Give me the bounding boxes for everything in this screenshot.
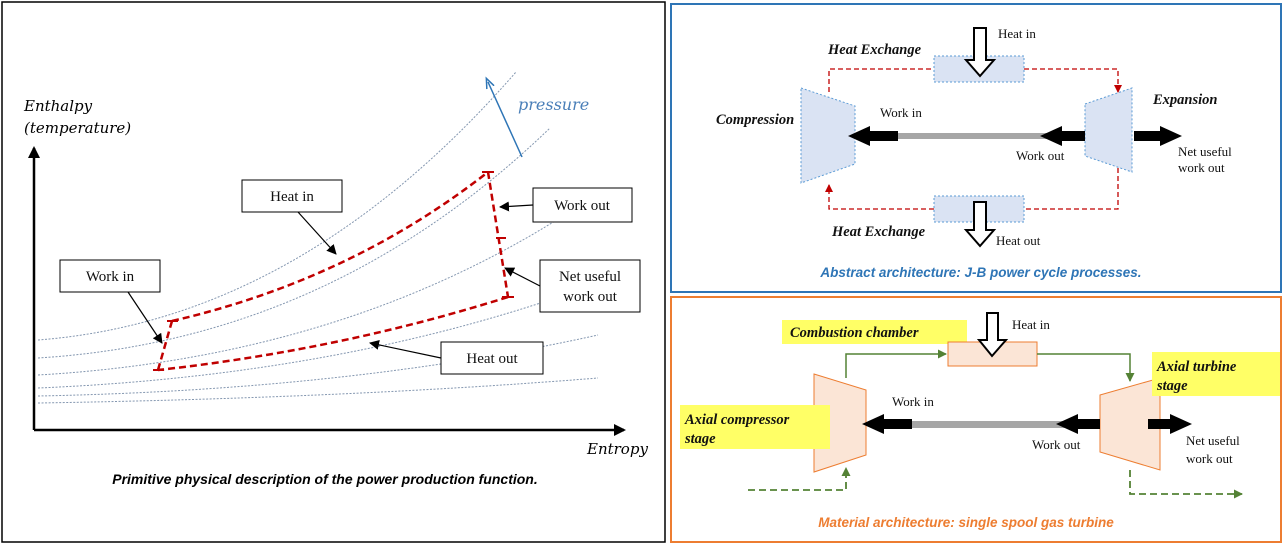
net-useful-box xyxy=(539,259,641,313)
axial-turbine-shape xyxy=(1099,377,1161,471)
axial-turbine-label-line2: stage xyxy=(1156,378,1188,394)
heat-in-arrow xyxy=(963,27,997,78)
left-caption: Primitive physical description of the po… xyxy=(112,471,537,487)
pressure-label: pressure xyxy=(518,95,589,114)
top-work-out-label: Work out xyxy=(1016,148,1065,163)
flow-compressor-to-combustor xyxy=(845,349,947,378)
work-out-label: Work out xyxy=(554,198,611,214)
compression-label: Compression xyxy=(716,112,794,128)
work-out-arrow xyxy=(1040,126,1085,146)
isobar-curve xyxy=(37,377,599,404)
bottom-work-out-label: Work out xyxy=(1032,437,1081,452)
isobar-curve xyxy=(37,334,599,397)
axial-turbine-highlight xyxy=(1152,352,1280,396)
gas-flow-inlet-exhaust xyxy=(748,467,1243,499)
bottom-net-useful-line2: work out xyxy=(1186,451,1233,466)
isobar-curves xyxy=(37,71,599,404)
isobar-curve xyxy=(37,127,551,359)
bottom-right-caption: Material architecture: single spool gas … xyxy=(818,515,1114,530)
flow-loop xyxy=(825,68,1122,210)
isobar-curve xyxy=(37,204,581,376)
heat-out-label: Heat out xyxy=(466,351,518,367)
combustion-chamber-label: Combustion chamber xyxy=(790,325,919,341)
gt-shaft xyxy=(912,421,1072,428)
flow-compressor-to-hx xyxy=(828,68,934,92)
isobar-curve xyxy=(37,282,599,389)
inlet-flow xyxy=(748,467,851,491)
expansion-label: Expansion xyxy=(1152,92,1217,108)
pressure-arrow xyxy=(488,82,523,158)
gas-flow xyxy=(845,349,1135,382)
heat-in-path xyxy=(171,171,489,323)
shaft xyxy=(898,133,1058,139)
top-right-panel: Heat in Heat Exchange Compression Expans… xyxy=(670,3,1282,293)
heat-out-arrow xyxy=(963,201,997,248)
axial-turbine-label-line1: Axial turbine xyxy=(1156,359,1237,375)
top-heat-out-label: Heat out xyxy=(996,233,1041,248)
bottom-work-in-label: Work in xyxy=(892,394,934,409)
bottom-right-panel: Combustion chamber Heat in Axial compres… xyxy=(670,296,1282,543)
compressor-shape xyxy=(800,87,856,184)
left-panel-border xyxy=(1,1,666,543)
combustion-chamber-highlight xyxy=(782,320,967,344)
heat-in-box xyxy=(241,179,343,213)
flow-hx-to-compressor xyxy=(825,184,934,210)
work-in-arrow xyxy=(848,126,898,146)
work-out-pointer xyxy=(499,201,534,212)
bottom-right-panel-border xyxy=(670,296,1282,543)
bottom-heat-in-label: Heat in xyxy=(1012,317,1050,332)
flow-hx-to-turbine xyxy=(1024,68,1122,93)
x-axis-label: Entropy xyxy=(586,440,648,458)
gt-work-out-arrow xyxy=(1056,414,1100,434)
work-in-box xyxy=(59,259,161,293)
flow-turbine-to-hx xyxy=(1024,168,1119,210)
exhaust-flow xyxy=(1129,470,1243,499)
combustor-heat-in-arrow xyxy=(976,312,1009,358)
isobar-curve xyxy=(37,71,517,341)
top-work-in-label: Work in xyxy=(880,105,922,120)
work-in-pointer xyxy=(127,291,163,344)
net-useful-label-line2: work out xyxy=(563,289,618,305)
net-useful-label-line1: Net useful xyxy=(559,269,621,285)
cycle-ticks xyxy=(153,171,514,371)
heat-out-path xyxy=(157,295,509,372)
turbine-shape xyxy=(1084,87,1133,173)
y-axis-label-line2: (temperature) xyxy=(24,119,131,137)
gt-work-in-arrow xyxy=(862,414,912,434)
axial-compressor-label-line1: Axial compressor xyxy=(684,412,790,428)
gt-net-useful-arrow xyxy=(1148,414,1192,434)
heat-out-pointer xyxy=(369,339,442,359)
top-right-panel-border xyxy=(670,3,1282,293)
top-net-useful-line1: Net useful xyxy=(1178,144,1232,159)
heat-exchange-top-label: Heat Exchange xyxy=(827,42,922,58)
heat-out-box xyxy=(440,341,544,375)
top-net-useful-line2: work out xyxy=(1178,160,1225,175)
heat-in-pointer xyxy=(297,211,337,255)
compression-path xyxy=(156,320,174,371)
top-right-caption: Abstract architecture: J-B power cycle p… xyxy=(819,265,1141,280)
flow-combustor-to-turbine xyxy=(1037,353,1135,382)
left-panel: Enthalpy (temperature) Entropy pressure xyxy=(1,1,666,543)
work-in-label: Work in xyxy=(86,269,135,285)
net-useful-arrow xyxy=(1134,126,1182,146)
axial-compressor-highlight xyxy=(680,405,830,449)
heat-exchange-bottom-label: Heat Exchange xyxy=(831,224,926,240)
net-useful-pointer xyxy=(504,267,541,287)
heat-in-label: Heat in xyxy=(270,189,314,205)
top-heat-in-label: Heat in xyxy=(998,26,1036,41)
expansion-path xyxy=(486,171,510,298)
axial-compressor-label-line2: stage xyxy=(684,431,716,447)
y-axis-label-line1: Enthalpy xyxy=(23,97,93,115)
bottom-net-useful-line1: Net useful xyxy=(1186,433,1240,448)
